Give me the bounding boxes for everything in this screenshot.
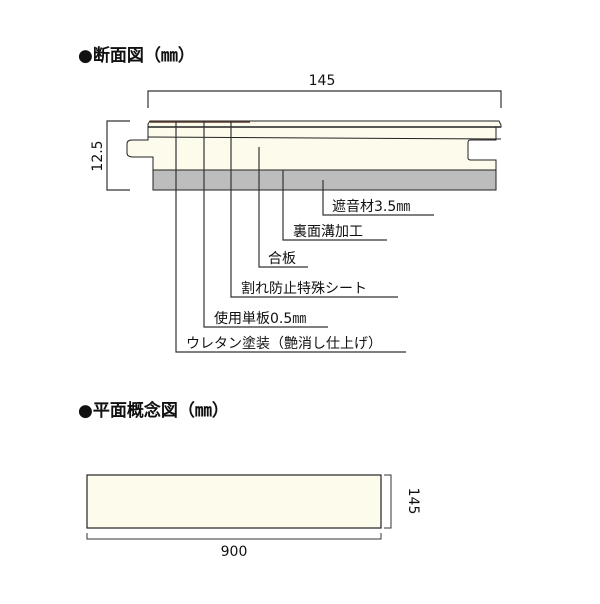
label-sound-insulation: 遮音材3.5㎜ [332, 198, 410, 215]
plan-length-dimension [86, 533, 382, 540]
label-anti-crack-sheet: 割れ防止特殊シート [241, 280, 367, 297]
height-dimension [106, 120, 130, 191]
plan-width-dimension [384, 474, 392, 529]
label-back-groove: 裏面溝加工 [293, 223, 363, 240]
sound-insulation-layer [152, 169, 497, 191]
width-dimension-label: 145 [309, 73, 336, 89]
plan-title: ●平面概念図（㎜） [78, 400, 229, 421]
label-veneer: 使用単板0.5㎜ [214, 310, 306, 327]
board-cross-section [126, 120, 502, 191]
height-dimension-label: 12.5 [90, 140, 106, 171]
plan-length-label: 900 [221, 544, 248, 560]
section-title: ●断面図（㎜） [78, 45, 195, 66]
plan-width-label: 145 [405, 488, 421, 515]
label-plywood: 合板 [268, 251, 296, 267]
width-dimension [147, 90, 502, 108]
plan-board [86, 474, 382, 529]
label-urethane-coating: ウレタン塗装（艶消し仕上げ） [186, 335, 382, 352]
callout-leaders [175, 121, 434, 353]
